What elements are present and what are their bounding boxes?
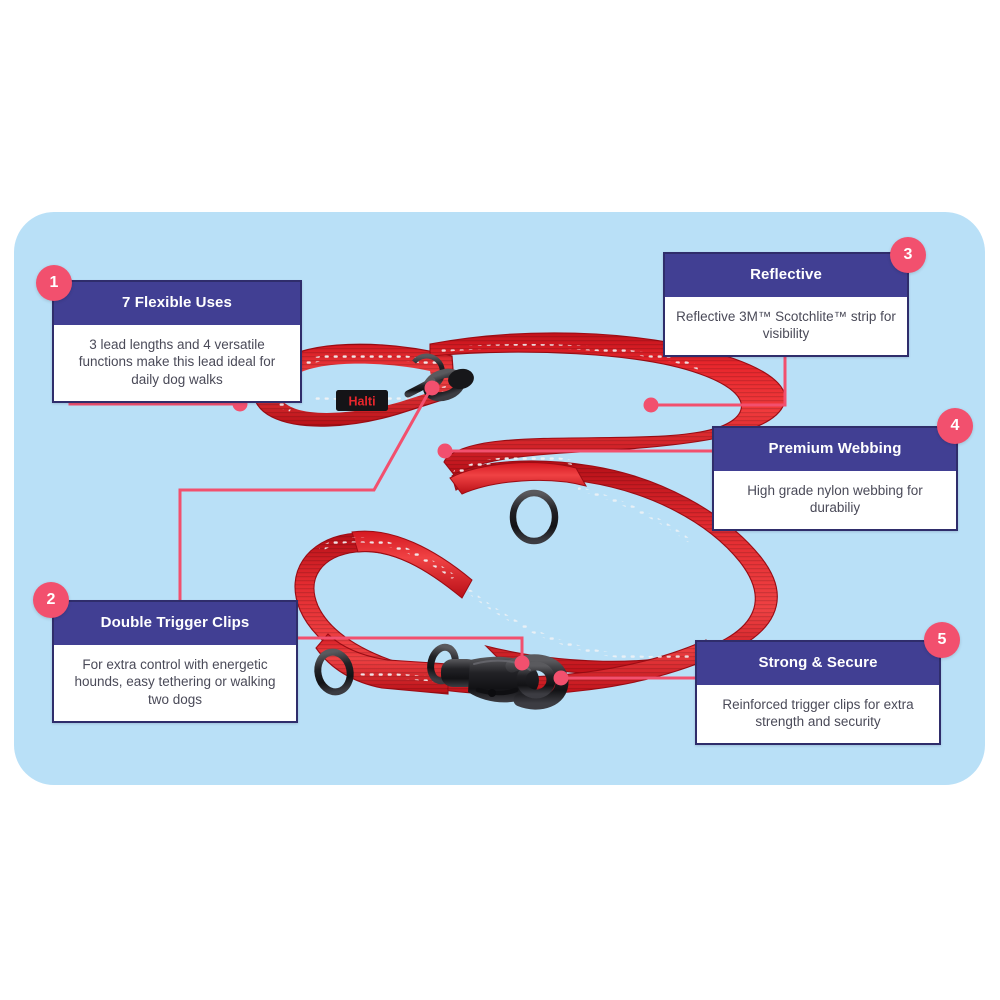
feature-card-2-body: For extra control with energetic hounds,…	[54, 644, 296, 721]
feature-card-5-body: Reinforced trigger clips for extra stren…	[697, 684, 939, 744]
feature-card-2-title: Double Trigger Clips	[54, 602, 296, 645]
feature-card-1-body: 3 lead lengths and 4 versatile functions…	[54, 324, 300, 401]
feature-card-5[interactable]: Strong & Secure Reinforced trigger clips…	[695, 640, 941, 746]
feature-badge-5: 5	[924, 622, 960, 658]
feature-card-4-body: High grade nylon webbing for durabiliy	[714, 470, 956, 530]
feature-card-1-title: 7 Flexible Uses	[54, 282, 300, 325]
feature-card-3-title: Reflective	[665, 254, 907, 297]
feature-card-3[interactable]: Reflective Reflective 3M™ Scotchlite™ st…	[663, 252, 909, 358]
feature-badge-4: 4	[937, 408, 973, 444]
feature-badge-3: 3	[890, 237, 926, 273]
feature-card-4-title: Premium Webbing	[714, 428, 956, 471]
feature-badge-2: 2	[33, 582, 69, 618]
feature-card-3-body: Reflective 3M™ Scotchlite™ strip for vis…	[665, 296, 907, 356]
feature-card-1[interactable]: 7 Flexible Uses 3 lead lengths and 4 ver…	[52, 280, 302, 403]
feature-badge-1: 1	[36, 265, 72, 301]
feature-card-2[interactable]: Double Trigger Clips For extra control w…	[52, 600, 298, 723]
feature-card-5-title: Strong & Secure	[697, 642, 939, 685]
feature-card-4[interactable]: Premium Webbing High grade nylon webbing…	[712, 426, 958, 532]
